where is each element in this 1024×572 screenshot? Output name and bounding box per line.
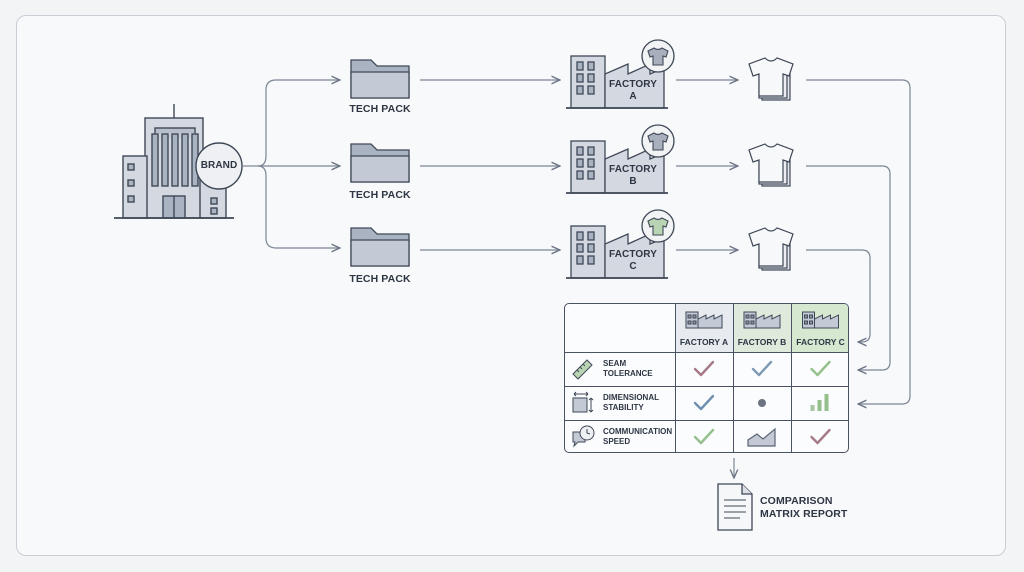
matrix-header-cell: FACTORY B xyxy=(733,304,791,352)
row-label-line2: STABILITY xyxy=(603,403,644,412)
shirt-badge-icon xyxy=(641,39,675,73)
matrix-header-cell: FACTORY C xyxy=(791,304,848,352)
folder-icon xyxy=(350,227,410,267)
check-icon xyxy=(810,360,831,377)
brand-connectors xyxy=(242,80,340,248)
row-label-line1: SEAM xyxy=(603,359,627,368)
factory-b-line1: FACTORY xyxy=(609,164,657,175)
diagram-card xyxy=(16,15,1006,556)
row-label-line2: SPEED xyxy=(603,437,631,446)
report-title-line2: MATRIX REPORT xyxy=(760,508,848,520)
ruler-icon xyxy=(572,359,593,380)
factory-label-a: FACTORY A xyxy=(608,79,658,103)
row-label-line1: DIMENSIONAL xyxy=(603,393,659,402)
factory-b-line2: B xyxy=(629,176,637,187)
folder-icon xyxy=(350,143,410,183)
bar-chart-icon xyxy=(810,394,829,411)
factory-a-line1: FACTORY xyxy=(609,79,657,90)
factory-building-icon xyxy=(566,124,675,194)
tech-pack-label-2: TECH PACK xyxy=(349,189,411,201)
check-icon xyxy=(693,394,715,411)
dot-icon xyxy=(758,399,766,407)
shirt-stack-icon xyxy=(748,227,794,271)
matrix-header-cell: FACTORY A xyxy=(675,304,733,352)
techpack-factory-arrows xyxy=(420,80,560,250)
check-icon xyxy=(693,360,715,377)
shirt-matrix-arrows xyxy=(806,79,911,404)
factory-mini-icon xyxy=(802,311,839,329)
matrix-column-header: FACTORY B xyxy=(737,337,787,347)
report-document-icon xyxy=(717,483,753,531)
factory-shirt-arrows xyxy=(676,80,738,250)
matrix-cell xyxy=(675,352,733,386)
matrix-cell xyxy=(675,420,733,452)
clock-chat-icon xyxy=(572,425,595,448)
matrix-cell xyxy=(791,352,848,386)
tech-pack-label-1: TECH PACK xyxy=(349,103,411,115)
shirt-badge-icon xyxy=(641,124,675,158)
factory-building-icon xyxy=(566,209,675,279)
matrix-column-header: FACTORY C xyxy=(796,337,845,347)
brand-label: BRAND xyxy=(200,160,238,171)
matrix-grid-line xyxy=(565,386,848,388)
shirt-badge-icon xyxy=(641,209,675,243)
matrix-cell xyxy=(675,386,733,420)
folder-icon xyxy=(350,59,410,99)
factory-label-c: FACTORY C xyxy=(608,249,658,273)
factory-c-line2: C xyxy=(629,261,637,272)
factory-label-b: FACTORY B xyxy=(608,164,658,188)
check-icon xyxy=(751,360,773,377)
check-icon xyxy=(693,428,715,445)
dimension-icon xyxy=(572,391,594,413)
report-title-line1: COMPARISON xyxy=(760,495,833,507)
shirt-stack-icon xyxy=(748,57,794,101)
check-icon xyxy=(810,428,831,445)
matrix-cell xyxy=(733,386,791,420)
matrix-cell xyxy=(791,386,848,420)
row-label-line2: TOLERANCE xyxy=(603,369,653,378)
brand-building-icon xyxy=(114,104,243,219)
matrix-grid-line xyxy=(791,304,793,452)
matrix-cell xyxy=(733,420,791,452)
shirt-stack-icon xyxy=(748,143,794,187)
factory-mini-icon xyxy=(743,311,781,329)
factory-a-line2: A xyxy=(629,91,637,102)
factory-building-icon xyxy=(566,39,675,109)
matrix-cell xyxy=(733,352,791,386)
row-label-line1: COMMUNICATION xyxy=(603,427,673,436)
matrix-grid-line xyxy=(565,352,848,354)
factory-c-line1: FACTORY xyxy=(609,249,657,260)
report-title: COMPARISON MATRIX REPORT xyxy=(760,495,847,521)
matrix-grid-line xyxy=(565,420,848,422)
matrix-grid-line xyxy=(675,304,677,452)
tech-pack-label-3: TECH PACK xyxy=(349,273,411,285)
factory-mini-icon xyxy=(685,311,723,329)
trend-chart-icon xyxy=(747,427,776,447)
matrix-grid-line xyxy=(733,304,735,452)
matrix-column-header: FACTORY A xyxy=(679,337,729,347)
matrix-cell xyxy=(791,420,848,452)
